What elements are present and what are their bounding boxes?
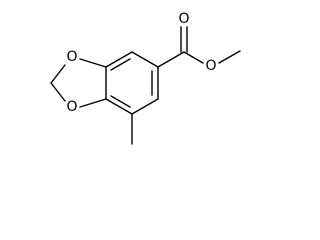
bond-ring-top-left bbox=[105, 51, 133, 68]
bond-dioxole-ch2-to-bottom-oxygen bbox=[50, 82, 66, 102]
bond-ester-oxygen-to-methyl bbox=[218, 50, 241, 64]
bond-carbonyl-to-ester-oxygen bbox=[183, 51, 204, 64]
chemical-structure: O O O O bbox=[50, 11, 241, 145]
atom-label-ester-oxygen: O bbox=[205, 58, 216, 74]
bond-ring-top-left-inner bbox=[110, 58, 131, 71]
bond-ring-bottom-right bbox=[131, 98, 159, 115]
bond-dioxole-bottom-oxygen-to-ring bbox=[79, 98, 107, 108]
bond-ring-bottom-left bbox=[105, 98, 133, 115]
atom-label-carbonyl-oxygen: O bbox=[178, 11, 189, 27]
bond-ring-top-right bbox=[131, 51, 159, 68]
bond-ring-to-carbonyl bbox=[157, 51, 185, 68]
bond-ring-bottom-left-inner bbox=[110, 95, 131, 108]
atom-label-dioxole-bottom-oxygen: O bbox=[66, 99, 77, 115]
bond-dioxole-top-oxygen-to-ch2 bbox=[50, 64, 66, 84]
atom-label-dioxole-top-oxygen: O bbox=[66, 49, 77, 65]
bond-ring-to-dioxole-top-oxygen bbox=[79, 58, 107, 68]
